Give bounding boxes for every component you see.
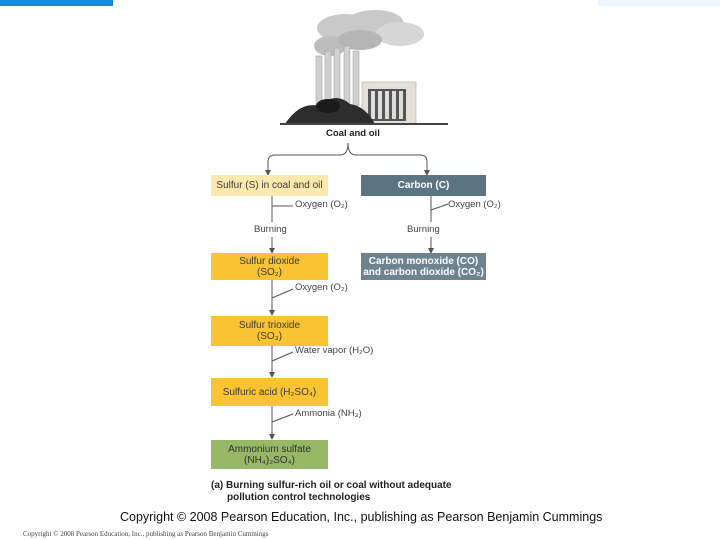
caption-line2: pollution control technologies bbox=[227, 492, 371, 503]
carbon-oxides-box: Carbon monoxide (CO) and carbon dioxide … bbox=[361, 253, 486, 280]
oxygen-label-right: Oxygen (O₂) bbox=[448, 199, 501, 210]
top-accent-bar bbox=[0, 0, 113, 6]
oxygen-label-left-2: Oxygen (O₂) bbox=[295, 282, 348, 293]
carbon-oxides-line1: Carbon monoxide (CO) bbox=[368, 255, 479, 267]
coal-pile bbox=[285, 97, 375, 124]
ammonia-label: Ammonia (NH₃) bbox=[295, 408, 362, 419]
carbon-label: Carbon (C) bbox=[397, 180, 450, 191]
top-accent-bar-right bbox=[598, 0, 720, 6]
sulfur-trioxide-box: Sulfur trioxide (SO₃) bbox=[211, 316, 328, 346]
sulfur-in-coal-box: Sulfur (S) in coal and oil bbox=[211, 175, 328, 196]
ammonium-sulfate-line2: (NH₄)₂SO₄) bbox=[244, 454, 295, 466]
ammonium-sulfate-box: Ammonium sulfate (NH₄)₂SO₄) bbox=[211, 440, 328, 469]
burning-label-right: Burning bbox=[407, 224, 440, 235]
sulfur-dioxide-box: Sulfur dioxide (SO₂) bbox=[211, 253, 328, 280]
sulfur-in-coal-label: Sulfur (S) in coal and oil bbox=[216, 180, 323, 191]
oxygen-label-left-1: Oxygen (O₂) bbox=[295, 199, 348, 210]
coal-and-oil-label: Coal and oil bbox=[326, 128, 380, 139]
factory-building bbox=[361, 81, 417, 125]
sulfur-dioxide-line1: Sulfur dioxide bbox=[239, 255, 300, 267]
caption-line1: (a) Burning sulfur-rich oil or coal with… bbox=[211, 480, 452, 491]
figure-caption: (a) Burning sulfur-rich oil or coal with… bbox=[211, 480, 452, 504]
copyright-main: Copyright © 2008 Pearson Education, Inc.… bbox=[120, 510, 603, 524]
water-vapor-label: Water vapor (H₂O) bbox=[295, 345, 374, 356]
sulfuric-acid-label: Sulfuric acid (H₂SO₄) bbox=[222, 386, 317, 398]
ammonium-sulfate-line1: Ammonium sulfate bbox=[228, 443, 311, 455]
sulfur-dioxide-line2: (SO₂) bbox=[257, 266, 282, 278]
carbon-oxides-line2: and carbon dioxide (CO₂) bbox=[363, 266, 484, 278]
power-plant-illustration bbox=[280, 10, 448, 125]
burning-label-left: Burning bbox=[254, 224, 287, 235]
carbon-box: Carbon (C) bbox=[361, 175, 486, 196]
sulfur-trioxide-line1: Sulfur trioxide bbox=[238, 320, 301, 331]
copyright-small: Copyright © 2008 Pearson Education, Inc.… bbox=[23, 530, 269, 538]
smoke-cloud bbox=[314, 10, 424, 56]
sulfuric-acid-box: Sulfuric acid (H₂SO₄) bbox=[211, 378, 328, 406]
sulfur-trioxide-line2: (SO₃) bbox=[256, 331, 283, 342]
